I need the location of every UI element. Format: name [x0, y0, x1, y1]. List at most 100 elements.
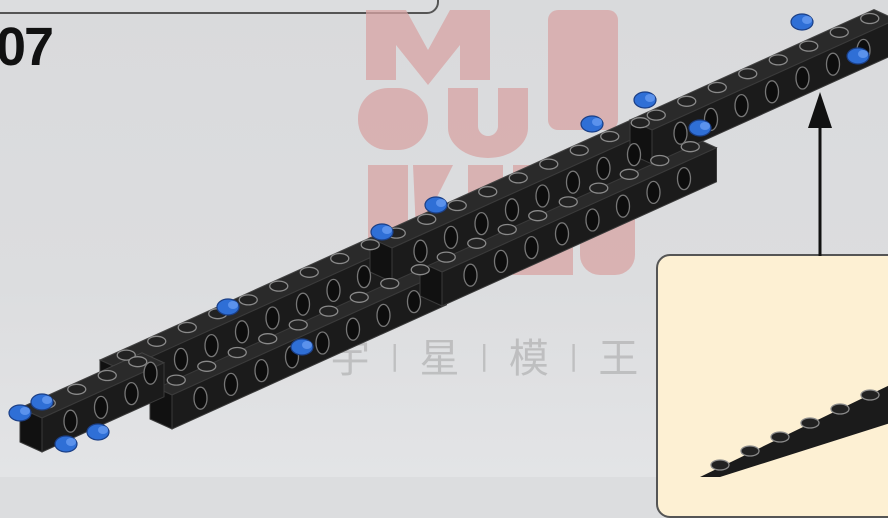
divider: |	[390, 338, 400, 372]
pin-hole	[764, 80, 780, 104]
stud	[528, 210, 548, 222]
pin-hole	[315, 331, 330, 355]
blue-pin-highlight	[302, 341, 312, 349]
inset-stud	[740, 445, 760, 457]
pin-hole	[124, 381, 139, 406]
stud	[558, 196, 578, 208]
stud	[467, 237, 487, 249]
stud	[177, 321, 197, 334]
pin-hole	[825, 52, 841, 76]
stud	[166, 374, 186, 386]
stud	[497, 223, 517, 236]
blue-pin-highlight	[20, 407, 30, 415]
pin-hole	[295, 292, 311, 316]
pin-hole	[223, 372, 239, 397]
stud	[410, 264, 430, 276]
watermark-char: 王	[598, 336, 639, 382]
stud	[447, 199, 467, 212]
inset-stud	[830, 403, 850, 415]
inset-beam-body	[700, 385, 888, 477]
watermark-char: 模	[508, 336, 549, 382]
stud	[128, 356, 148, 368]
inset-stud	[770, 431, 790, 443]
pin-hole	[463, 263, 478, 287]
pin-hole	[234, 320, 250, 344]
pin-hole	[356, 264, 372, 289]
pin-hole	[676, 166, 692, 191]
pin-hole	[596, 156, 611, 181]
stud	[360, 239, 380, 251]
stud	[258, 333, 278, 345]
pin-hole	[535, 184, 550, 208]
pin-hole	[63, 409, 78, 433]
pin-hole	[646, 180, 661, 205]
pin-hole	[734, 93, 749, 118]
pin-hole	[204, 333, 219, 358]
blue-pin-highlight	[645, 94, 655, 102]
stud	[860, 12, 880, 25]
pin-hole	[254, 358, 269, 383]
stud	[349, 291, 369, 303]
pin-hole	[376, 303, 391, 328]
stud	[97, 369, 117, 382]
inset-stud	[800, 417, 820, 429]
blue-pin-highlight	[858, 50, 868, 58]
stud	[569, 144, 589, 156]
blue-pin-highlight	[802, 16, 812, 24]
pin-hole	[193, 386, 208, 410]
stud	[680, 141, 700, 153]
blue-pin-highlight	[42, 396, 52, 404]
stud	[799, 40, 819, 52]
pin-hole	[406, 289, 422, 314]
stud	[436, 251, 456, 263]
stud	[147, 335, 167, 347]
stud	[630, 117, 650, 129]
inset-stud	[860, 389, 880, 401]
blue-pin-highlight	[228, 301, 238, 309]
stud	[380, 277, 400, 290]
divider: |	[568, 338, 579, 372]
pin-hole	[565, 170, 581, 194]
pin-hole	[143, 361, 158, 385]
stud	[417, 213, 437, 225]
pin-hole	[615, 194, 631, 218]
stud	[539, 158, 559, 170]
blue-pin-highlight	[700, 122, 710, 130]
pin-hole	[474, 211, 489, 236]
pin-hole	[585, 208, 600, 232]
stud	[238, 294, 258, 306]
blue-pin-highlight	[592, 118, 602, 126]
watermark-char: 星	[419, 336, 460, 382]
stud	[299, 266, 319, 278]
inset-detail-panel	[656, 254, 888, 518]
beam-assembly-illustration	[8, 9, 888, 453]
step-number: 07	[0, 17, 54, 77]
stud	[646, 109, 666, 121]
stud	[677, 95, 697, 107]
inset-stud	[710, 459, 730, 471]
pin-hole	[626, 142, 642, 167]
pin-hole	[795, 66, 810, 90]
stud	[288, 319, 308, 331]
stud	[269, 280, 289, 292]
stud	[227, 346, 247, 359]
pin-hole	[554, 222, 570, 246]
pin-hole	[524, 235, 539, 260]
stud	[67, 383, 87, 395]
stud	[330, 252, 350, 265]
pin-hole	[504, 198, 520, 222]
stud	[600, 130, 620, 143]
pin-hole	[173, 347, 189, 372]
pin-hole	[326, 278, 341, 303]
pin-hole	[673, 121, 688, 145]
pin-hole	[93, 395, 109, 420]
pin-hole	[265, 306, 280, 330]
stud	[738, 68, 758, 80]
stud	[619, 168, 639, 180]
blue-pin-highlight	[382, 226, 392, 234]
stud	[197, 360, 217, 372]
stud	[116, 349, 136, 361]
stud	[478, 186, 498, 198]
pin-hole	[443, 225, 459, 250]
blue-pin-highlight	[66, 438, 76, 446]
